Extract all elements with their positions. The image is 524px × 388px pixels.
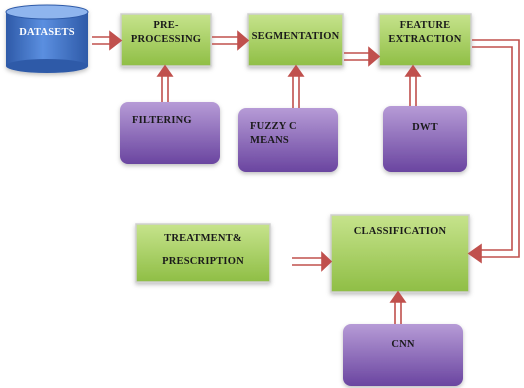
classification-node [330,214,470,293]
treatment-line1: TREATMENT& [164,233,242,244]
classification-label: CLASSIFICATION [331,225,469,239]
cnn-text: CNN [391,339,415,350]
feature-extraction-node [378,13,472,67]
preprocessing-node [120,13,212,67]
dwt-text: DWT [412,122,438,133]
segmentation-text: SEGMENTATION [251,31,340,42]
connector-arrows [92,30,520,324]
cnn-node [343,324,463,386]
arrow-treatment-to-classification [292,257,324,266]
filtering-node [120,102,220,164]
arrow-cnn-to-classification [394,300,402,324]
filtering-label: FILTERING [132,114,222,128]
arrow-dwt-to-feature [409,74,417,106]
arrow-datasets-to-preprocessing [92,36,112,45]
preprocessing-line2: PROCESSING [130,34,202,46]
feature-extraction-label: FEATURE EXTRACTION [379,19,471,47]
feature-line2: EXTRACTION [388,34,462,46]
datasets-text: DATASETS [19,27,75,38]
treatment-label: TREATMENT& PRESCRIPTION [136,232,270,269]
dwt-node [383,106,467,172]
arrow-filtering-to-preprocessing [161,74,169,102]
fuzzy-line2: MEANS [250,135,289,147]
arrow-feature-to-classification [472,39,520,258]
treatment-node [135,223,271,283]
fuzzy-c-means-label: FUZZY C MEANS [250,120,336,148]
preprocessing-line1: PRE- [153,20,179,31]
cnn-label: CNN [343,338,463,352]
datasets-node [5,4,89,73]
segmentation-node [247,13,344,67]
preprocessing-label: PRE- PROCESSING [121,19,211,47]
arrow-preprocessing-to-segmentation [212,36,240,45]
filtering-text: FILTERING [132,115,192,126]
segmentation-label: SEGMENTATION [248,30,343,44]
fuzzy-c-means-node [238,108,338,172]
arrow-fuzzy-to-segmentation [292,74,300,108]
feature-line1: FEATURE [399,20,451,31]
treatment-line2: PRESCRIPTION [162,256,244,268]
datasets-label: DATASETS [8,26,86,40]
fuzzy-line1: FUZZY C [250,121,297,132]
classification-text: CLASSIFICATION [353,226,447,237]
dwt-label: DWT [383,121,467,135]
arrow-segmentation-to-feature [344,52,371,61]
